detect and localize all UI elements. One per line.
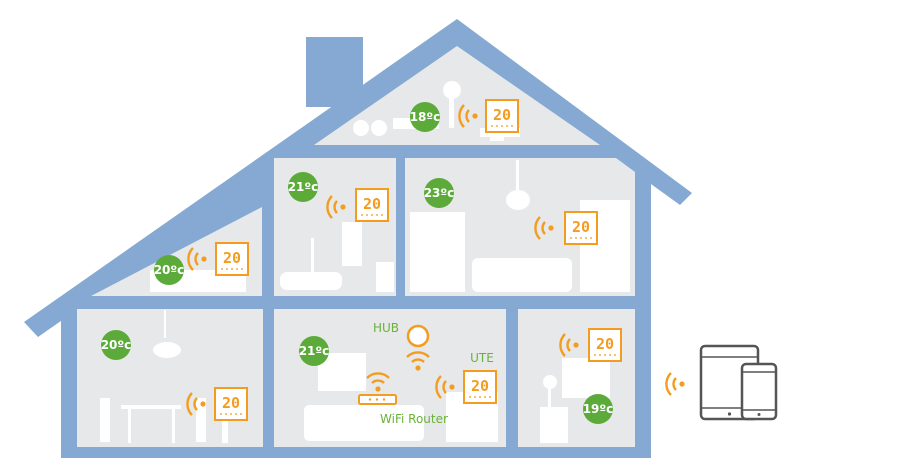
wifi-router: WiFi Router — [358, 372, 448, 426]
hub-icon — [406, 324, 430, 348]
attic-temperature: 18ºc — [410, 110, 441, 124]
left-bedroom-temperature-badge: 20ºc — [154, 255, 185, 285]
bathroom-temperature: 21ºc — [288, 180, 319, 194]
thermostats: 20 20 20 20 20 20 20 — [214, 99, 622, 421]
wifi-icon — [366, 372, 390, 392]
kitchen-temperature: 23ºc — [424, 186, 455, 200]
dining-room-temperature-badge: 20ºc — [101, 330, 132, 360]
hub-label: HUB — [373, 321, 399, 335]
right-room-thermostat-icon: 20 — [588, 328, 622, 362]
svg-text:20: 20 — [493, 106, 511, 124]
svg-text:20: 20 — [596, 335, 614, 353]
ute-label: UTE — [470, 351, 494, 365]
dining-room-thermostat-icon: 20 — [214, 387, 248, 421]
router-label: WiFi Router — [380, 412, 448, 426]
temperature-badges: 18ºc 21ºc 23ºc 20ºc 20ºc 21ºc 19ºc — [101, 102, 614, 424]
svg-text:20: 20 — [572, 218, 590, 236]
left-bedroom-thermostat-icon: 20 — [215, 242, 249, 276]
kitchen-temperature-badge: 23ºc — [424, 178, 455, 208]
attic-thermostat-icon: 20 — [485, 99, 519, 133]
svg-text:20: 20 — [363, 195, 381, 213]
living-room-temperature-badge: 21ºc — [299, 336, 330, 366]
right-room-temperature: 19ºc — [583, 402, 614, 416]
svg-text:20: 20 — [222, 394, 240, 412]
device-signal-icon — [665, 371, 686, 397]
svg-text:20: 20 — [223, 249, 241, 267]
svg-text:20: 20 — [471, 377, 489, 395]
hub: HUB — [373, 321, 430, 371]
bathroom-thermostat-icon: 20 — [355, 188, 389, 222]
living-room-thermostat-icon: 20 — [463, 370, 497, 404]
attic-temperature-badge: 18ºc — [410, 102, 441, 132]
kitchen-thermostat-icon: 20 — [564, 211, 598, 245]
bathroom-temperature-badge: 21ºc — [288, 172, 319, 202]
phone-icon — [740, 362, 778, 421]
right-room-temperature-badge: 19ºc — [583, 394, 614, 424]
devices — [699, 344, 778, 421]
left-bedroom-temperature: 20ºc — [154, 263, 185, 277]
living-room-temperature: 21ºc — [299, 344, 330, 358]
hub-signal-icon — [406, 351, 430, 371]
dining-room-temperature: 20ºc — [101, 338, 132, 352]
